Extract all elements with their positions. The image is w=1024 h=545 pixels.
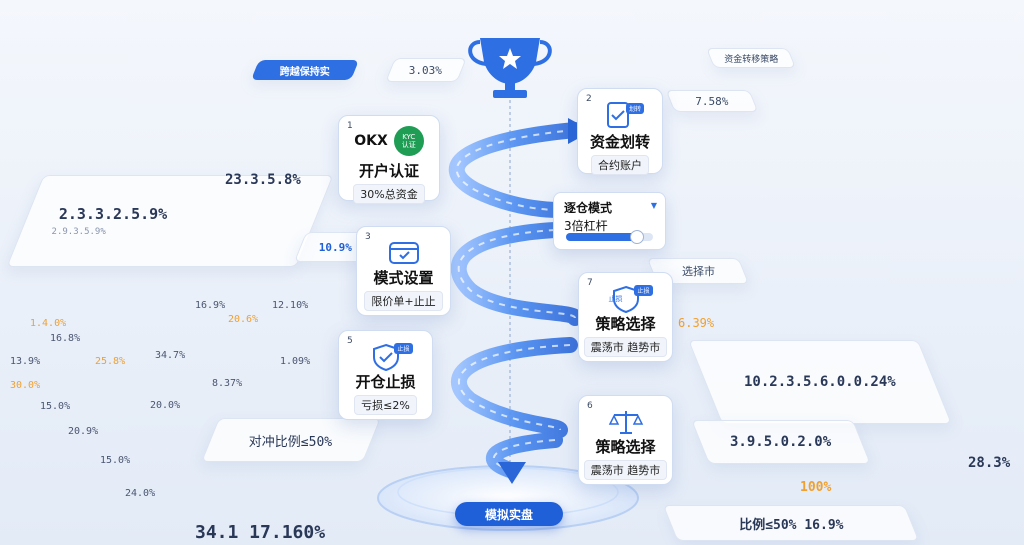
- transfer-clipboard-icon: 划转: [600, 101, 644, 131]
- arrow-head-bottom: [498, 462, 526, 484]
- step-card-2: 2 划转 资金划转 合约账户: [577, 88, 663, 175]
- balance-scale-icon: [608, 408, 644, 436]
- leverage-label: 3倍杠杆: [564, 219, 608, 233]
- step-number: 6: [587, 401, 593, 411]
- step-subtitle: 合约账户: [591, 155, 649, 175]
- bg-num-left-2: 23.3.5.8%: [225, 172, 301, 188]
- step-subtitle: 震荡市 趋势市: [583, 337, 668, 357]
- step-number: 3: [365, 232, 371, 242]
- bg-num-bottom-left: 34.1 17.160%: [195, 522, 326, 543]
- step-number: 5: [347, 336, 353, 346]
- bg-num: 20.6%: [228, 314, 259, 325]
- bg-num: 24.0%: [125, 488, 156, 499]
- bg-num: 8.37%: [212, 378, 243, 389]
- step-number: 7: [587, 278, 593, 288]
- margin-mode-card: 逐仓模式 3倍杠杆 ▼: [553, 192, 666, 250]
- simulate-live-button[interactable]: 模拟实盘: [455, 502, 563, 526]
- margin-mode-title: 逐仓模式: [564, 201, 613, 215]
- okx-logo: OKX: [354, 133, 388, 149]
- step-title: 资金划转: [589, 133, 650, 151]
- bg-num-right-low2: 28.3%: [968, 455, 1011, 471]
- step-title: 开户认证: [358, 162, 419, 180]
- step-subtitle: 30%总资金: [353, 184, 425, 204]
- step-card-1: 1 OKX KYC 认证 开户认证 30%总资金: [338, 115, 440, 204]
- step-title: 开仓止损: [355, 373, 416, 391]
- bg-num: 12.10%: [272, 300, 309, 311]
- bg-num: 34.7%: [155, 350, 186, 361]
- bg-num: 1.4.0%: [30, 318, 67, 329]
- leverage-slider-fill: [566, 233, 636, 241]
- step-card-5: 5 止损 开仓止损 亏损≤2%: [338, 330, 433, 420]
- bg-num: 1.09%: [280, 356, 311, 367]
- step-title: 模式设置: [373, 269, 434, 287]
- leverage-slider[interactable]: [566, 230, 653, 244]
- trophy-icon: [468, 38, 552, 98]
- bg-num: 25.8%: [95, 356, 126, 367]
- dropdown-caret-icon: ▼: [650, 201, 657, 210]
- bg-num: 20.9%: [68, 426, 99, 437]
- bg-num: 15.0%: [40, 401, 71, 412]
- bg-num: 16.9%: [195, 300, 226, 311]
- shield-stoploss-icon: 止损 止损: [601, 285, 653, 314]
- bg-num: 16.8%: [50, 333, 81, 344]
- step-card-3: 3 模式设置 限价单+止止: [356, 226, 451, 316]
- bg-num: 30.0%: [10, 380, 41, 391]
- step-number: 1: [347, 121, 353, 131]
- step-subtitle: 震荡市 趋势市: [583, 460, 668, 480]
- bg-num: 20.0%: [150, 400, 181, 411]
- bg-num: 15.0%: [100, 455, 131, 466]
- bg-num: 13.9%: [10, 356, 41, 367]
- step-card-7: 7 止损 止损 策略选择 震荡市 趋势市: [578, 272, 673, 362]
- step-number: 2: [586, 94, 592, 104]
- step-subtitle: 限价单+止止: [364, 291, 443, 311]
- wallet-check-icon: [386, 239, 422, 267]
- step-subtitle: 亏损≤2%: [354, 395, 417, 415]
- step-title: 策略选择: [595, 315, 656, 333]
- bg-num-right-orange: 6.39%: [678, 316, 715, 330]
- bg-num: 100%: [800, 480, 832, 495]
- kyc-badge-icon: KYC 认证: [393, 126, 424, 156]
- step-title: 策略选择: [595, 438, 656, 456]
- shield-check-icon: 止损: [361, 343, 413, 372]
- leverage-slider-knob[interactable]: [629, 230, 644, 244]
- step-card-6: 6 策略选择 震荡市 趋势市: [578, 395, 673, 485]
